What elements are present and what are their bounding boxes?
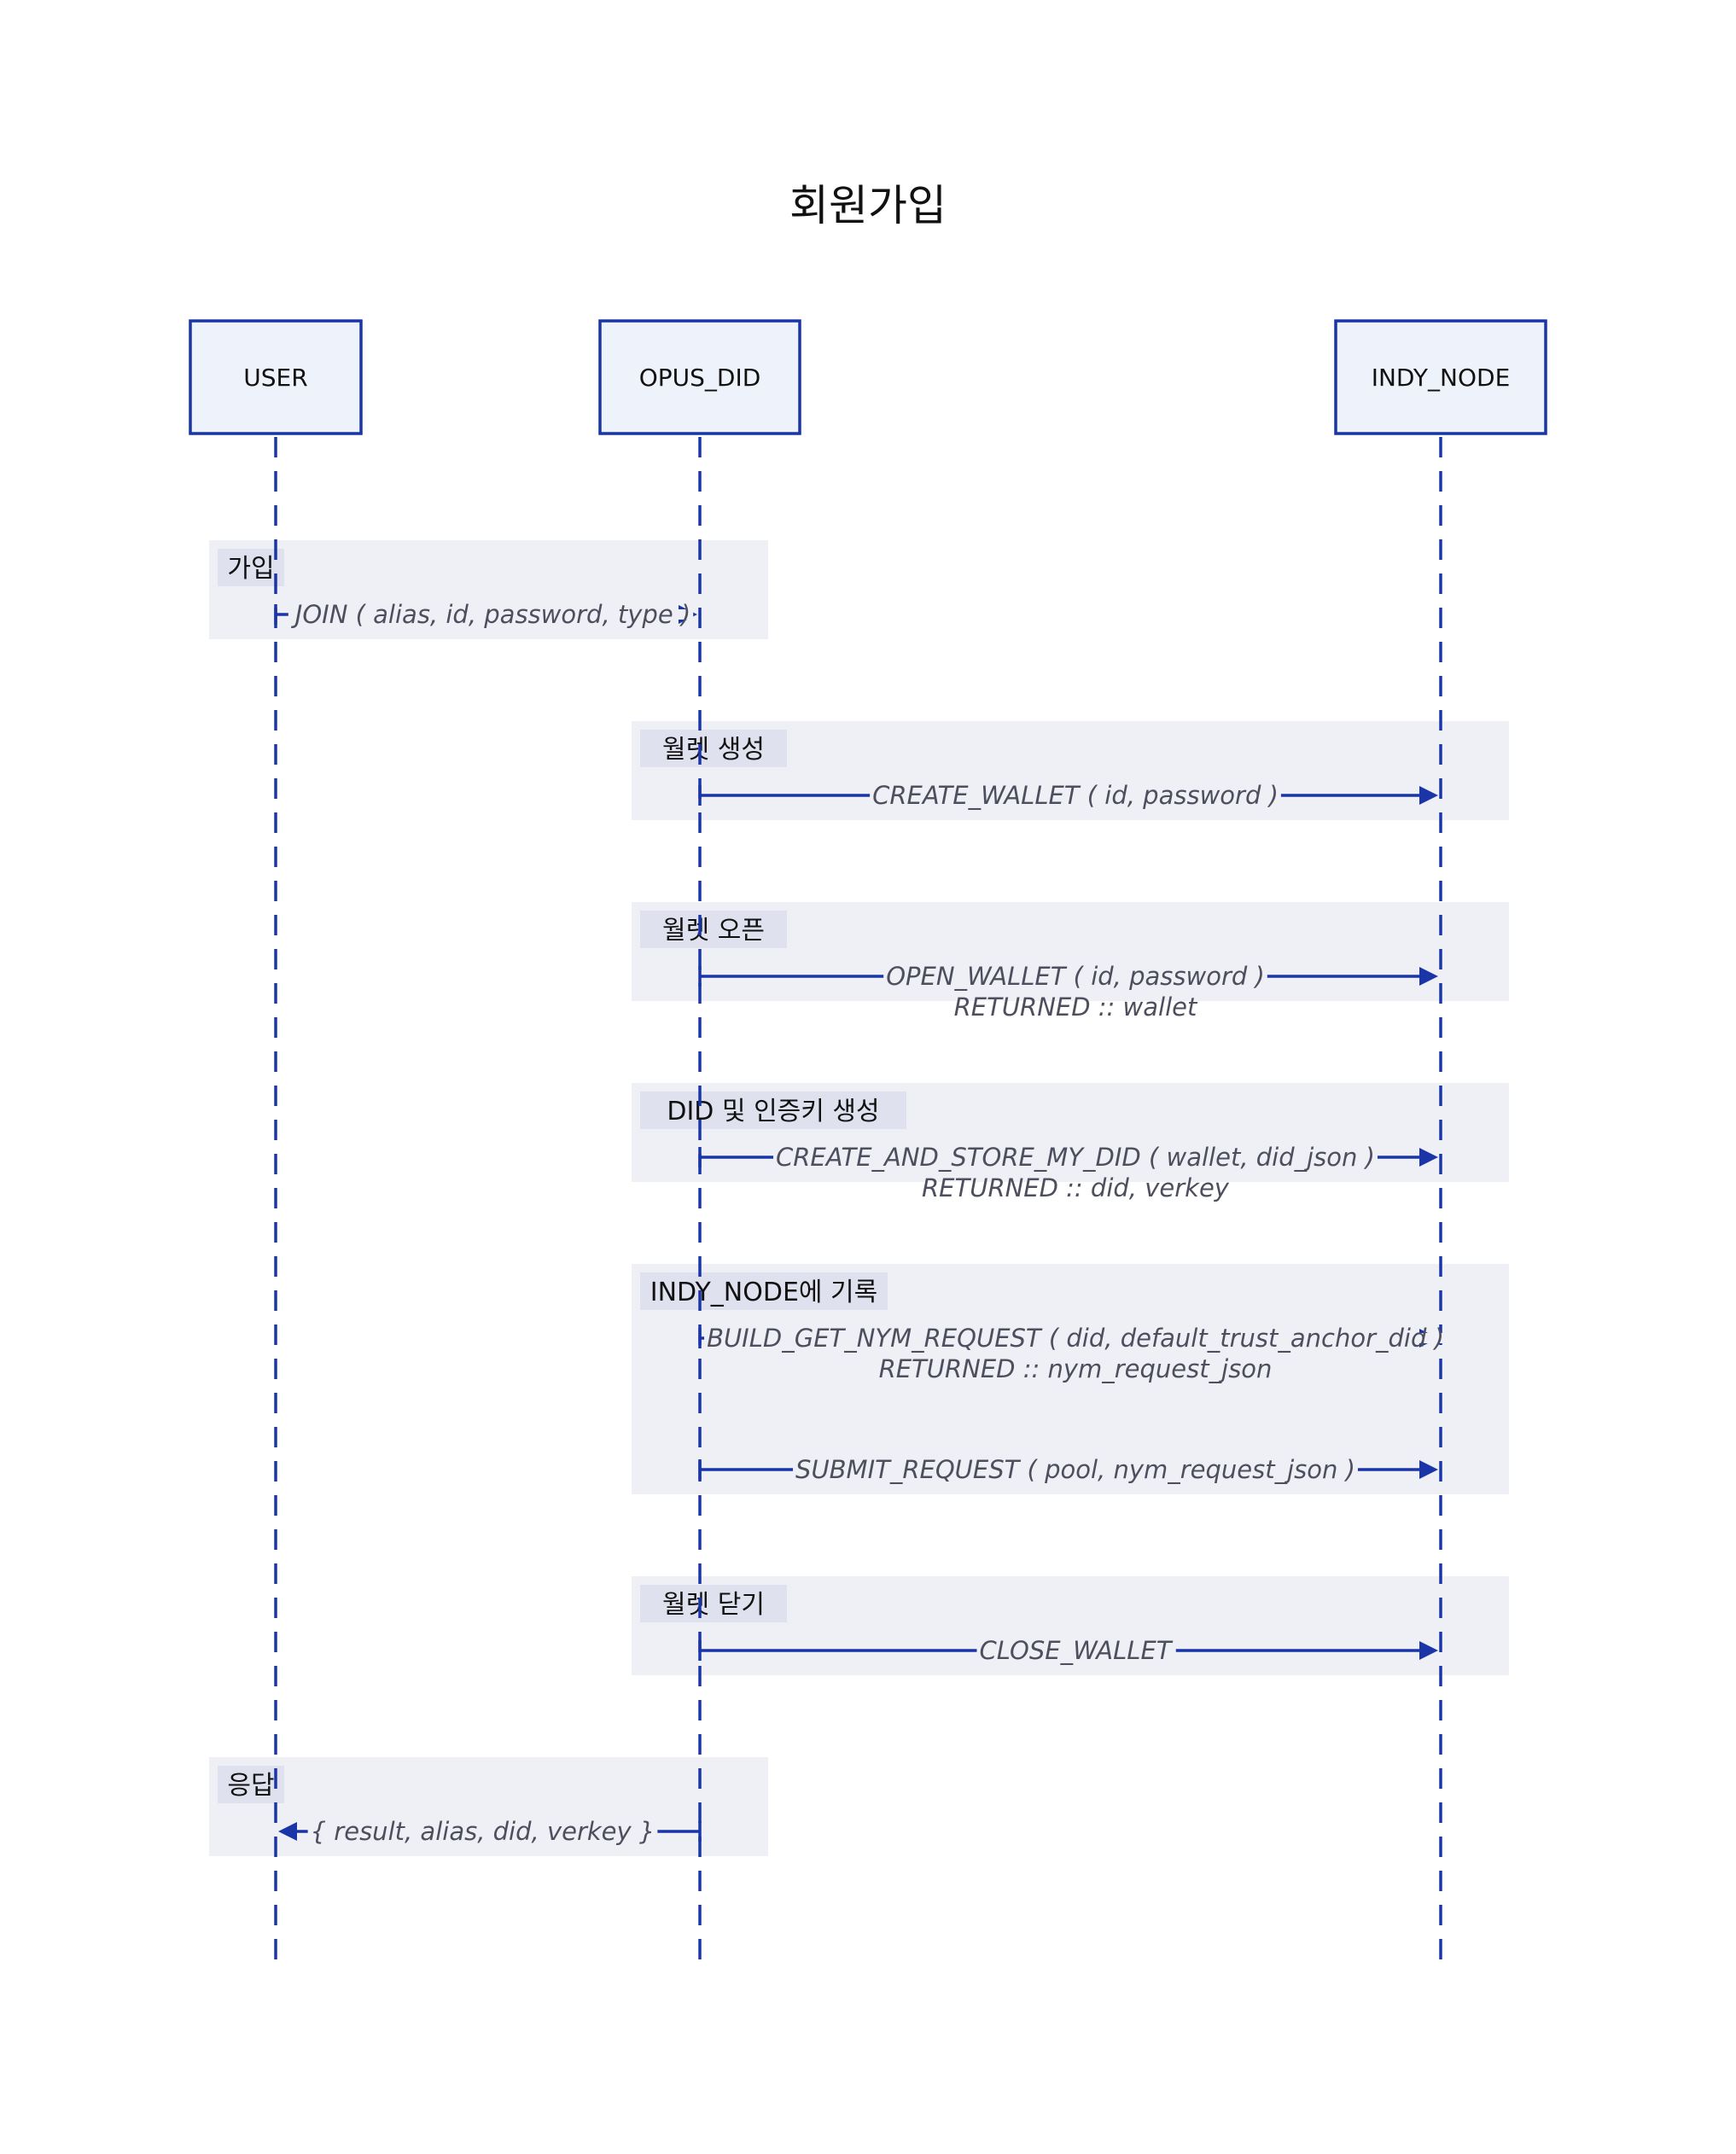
group-block: 가입 xyxy=(209,540,768,639)
group-block: 월렛 오픈 xyxy=(632,902,1509,1001)
message-label-backdrop xyxy=(307,1826,658,1837)
group-background xyxy=(209,1757,768,1856)
group-block: 월렛 닫기 xyxy=(632,1576,1509,1675)
group-label: 월렛 오픈 xyxy=(662,916,765,946)
actor-label: OPUS_DID xyxy=(639,364,761,392)
group-label-background xyxy=(218,549,284,586)
group-label-background xyxy=(218,1766,284,1803)
message-label-backdrop xyxy=(883,971,1267,981)
actor-opus: OPUS_DID xyxy=(598,319,801,435)
message: SUBMIT_REQUEST ( pool, nym_request_json … xyxy=(698,1455,1438,1484)
message-label-backdrop xyxy=(704,1333,1447,1343)
arrowhead-icon xyxy=(1419,1460,1438,1479)
arrowhead-icon xyxy=(278,1822,297,1841)
message-label-backdrop xyxy=(773,1152,1378,1162)
message: OPEN_WALLET ( id, password )RETURNED :: … xyxy=(698,962,1438,1022)
message: JOIN ( alias, id, password, type ) xyxy=(274,600,697,629)
group-block: INDY_NODE에 기록 xyxy=(632,1264,1509,1494)
group-label: 월렛 닫기 xyxy=(662,1590,765,1620)
actor-box xyxy=(1334,319,1547,435)
lifelines-layer xyxy=(274,437,1442,1963)
message-label-backdrop xyxy=(976,1645,1176,1656)
group-label-background xyxy=(640,1092,906,1129)
actor-user: USER xyxy=(189,319,363,435)
message: CLOSE_WALLET xyxy=(698,1636,1438,1665)
message-returned-label: RETURNED :: wallet xyxy=(954,993,1198,1022)
group-label: 응답 xyxy=(227,1771,274,1801)
message-label: { result, alias, did, verkey } xyxy=(311,1817,655,1846)
group-label: DID 및 인증키 생성 xyxy=(667,1097,879,1126)
message: { result, alias, did, verkey } xyxy=(278,1817,702,1846)
group-label-background xyxy=(640,1585,787,1622)
group-block: 월렛 생성 xyxy=(632,721,1509,820)
arrowhead-icon xyxy=(1419,967,1438,986)
group-label: 가입 xyxy=(227,554,274,584)
message-label: CLOSE_WALLET xyxy=(980,1636,1174,1665)
message: BUILD_GET_NYM_REQUEST ( did, default_tru… xyxy=(698,1324,1447,1383)
arrowhead-icon xyxy=(1419,786,1438,805)
message-label: CREATE_WALLET ( id, password ) xyxy=(872,781,1279,810)
message-label: BUILD_GET_NYM_REQUEST ( did, default_tru… xyxy=(707,1324,1444,1353)
message-returned-label: RETURNED :: did, verkey xyxy=(922,1173,1230,1202)
message: CREATE_AND_STORE_MY_DID ( wallet, did_js… xyxy=(698,1143,1438,1202)
group-background xyxy=(209,540,768,639)
diagram-title: 회원가입 xyxy=(789,181,947,230)
message-label: CREATE_AND_STORE_MY_DID ( wallet, did_js… xyxy=(776,1143,1375,1172)
message: CREATE_WALLET ( id, password ) xyxy=(698,781,1438,810)
group-label-background xyxy=(640,911,787,948)
actor-label: INDY_NODE xyxy=(1372,364,1511,392)
message-returned-label: RETURNED :: nym_request_json xyxy=(879,1354,1273,1383)
group-label-background xyxy=(640,730,787,767)
group-block: 응답 xyxy=(209,1757,768,1856)
group-label: 월렛 생성 xyxy=(662,735,765,765)
actor-box xyxy=(598,319,801,435)
group-block: DID 및 인증키 생성 xyxy=(632,1083,1509,1182)
actor-label: USER xyxy=(243,364,307,392)
arrowhead-icon xyxy=(1419,1641,1438,1660)
actors-layer: USER OPUS_DID INDY_NODE xyxy=(189,319,1547,435)
message-label-backdrop xyxy=(288,609,694,620)
arrowhead-icon xyxy=(1419,1148,1438,1167)
message-label-backdrop xyxy=(870,790,1281,800)
group-label-background xyxy=(640,1272,888,1310)
actor-box xyxy=(189,319,363,435)
actor-indy: INDY_NODE xyxy=(1334,319,1547,435)
message-label-backdrop xyxy=(793,1464,1358,1475)
message-label: JOIN ( alias, id, password, type ) xyxy=(291,600,690,629)
message-label: SUBMIT_REQUEST ( pool, nym_request_json … xyxy=(795,1455,1355,1484)
message-label: OPEN_WALLET ( id, password ) xyxy=(886,962,1265,991)
group-label: INDY_NODE에 기록 xyxy=(650,1278,878,1307)
messages-layer: JOIN ( alias, id, password, type ) CREATE… xyxy=(274,600,1447,1846)
